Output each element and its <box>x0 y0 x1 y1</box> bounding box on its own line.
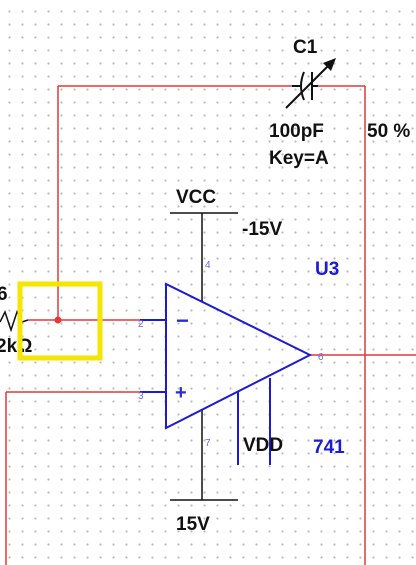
opamp-minus-sign: − <box>176 308 189 333</box>
pin-number-inverting: 2 <box>138 319 144 330</box>
capacitor-key-label: Key=A <box>269 148 329 169</box>
vcc-value-label: -15V <box>242 219 282 240</box>
pin-number-vdd: 7 <box>205 438 211 449</box>
capacitor-plate-left <box>300 71 305 101</box>
capacitor-value-label: 100pF <box>269 121 324 142</box>
capacitor-variable-arrow <box>285 63 331 109</box>
pin-number-vcc: 4 <box>205 260 211 271</box>
highlight-box <box>17 281 103 361</box>
pin-number-output: 6 <box>318 352 324 363</box>
power-wires <box>170 212 238 501</box>
resistor-symbol[interactable] <box>0 310 29 333</box>
opamp-u3[interactable] <box>140 282 313 465</box>
resistor-value-fragment: 2kΩ <box>0 336 32 357</box>
resistor-ref-fragment: 6 <box>0 284 8 305</box>
opamp-plus-sign: + <box>175 382 187 404</box>
pin-number-noninverting: 3 <box>138 391 144 402</box>
vdd-value-label: 15V <box>176 514 210 535</box>
capacitor-ref-label: C1 <box>293 37 318 58</box>
vcc-label: VCC <box>176 187 216 208</box>
opamp-model-label: 741 <box>313 437 345 458</box>
capacitor-c1[interactable] <box>285 58 336 109</box>
opamp-triangle <box>165 282 313 430</box>
wires <box>5 85 416 565</box>
capacitor-percent-label: 50 % <box>367 121 410 142</box>
capacitor-arrow-head <box>323 58 336 71</box>
opamp-ref-label: U3 <box>315 259 339 280</box>
junction-dot[interactable] <box>54 316 62 324</box>
vdd-label: VDD <box>243 435 283 456</box>
